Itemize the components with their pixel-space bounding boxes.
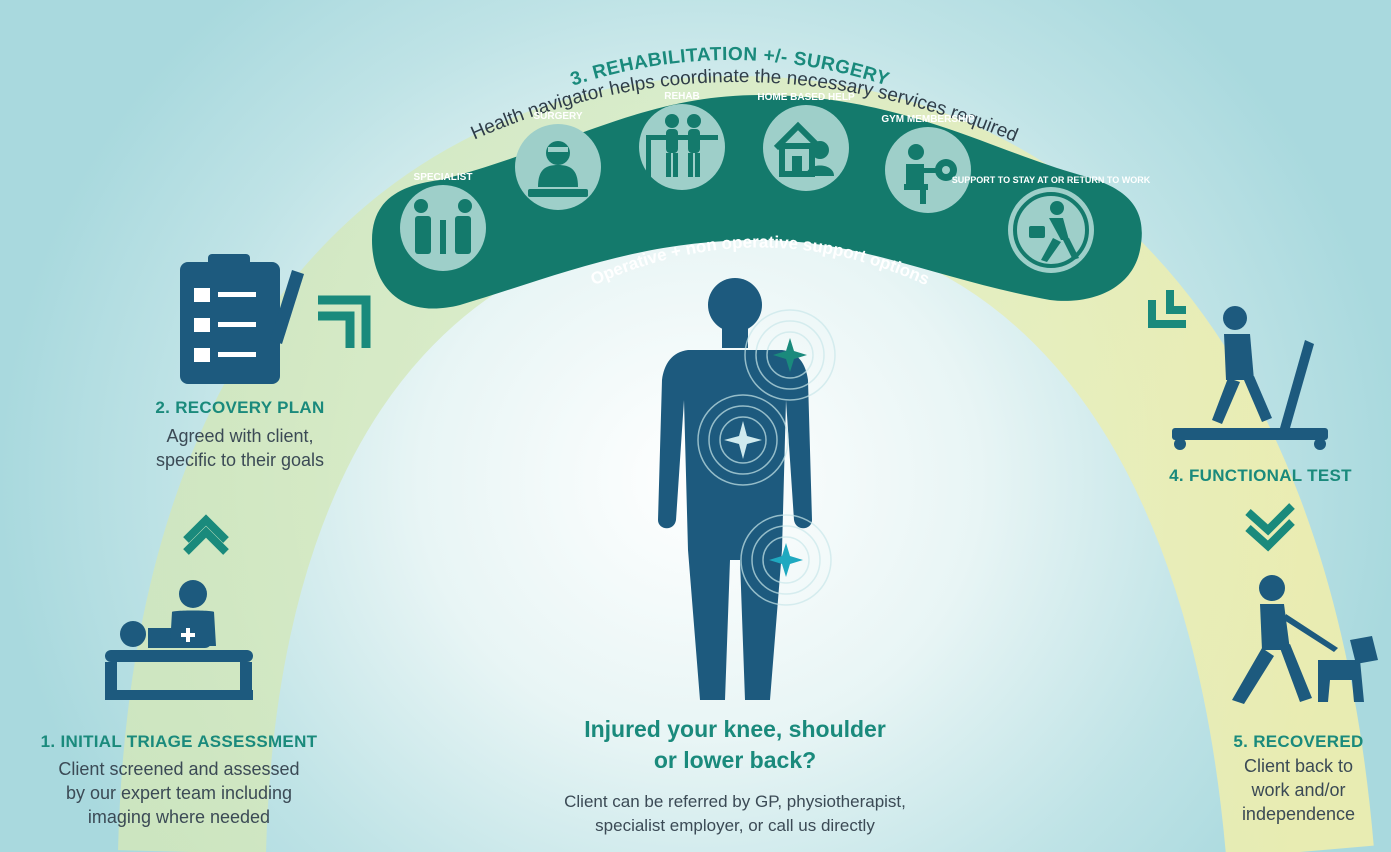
center-label: Injured your knee, shoulder or lower bac…	[470, 714, 1000, 838]
walking-dog-icon	[1232, 575, 1378, 704]
clipboard-icon	[180, 254, 304, 384]
step5-title: 5. RECOVERED	[1233, 732, 1364, 751]
pain-marker-knee	[740, 514, 832, 606]
step1-desc: Client screened and assessed by our expe…	[0, 757, 358, 829]
surgeon-icon	[528, 141, 588, 197]
center-desc-line1: Client can be referred by GP, physiother…	[564, 792, 906, 811]
chevron-down-arrow-4	[1245, 503, 1295, 552]
step1-desc-line1: Client screened and assessed	[58, 759, 300, 779]
step2-desc-line2: specific to their goals	[155, 450, 325, 470]
step1-desc-line2: by our expert team including	[65, 783, 293, 803]
service-rehab: REHAB	[639, 91, 725, 190]
step1-label: 1. INITIAL TRIAGE ASSESSMENT Client scre…	[0, 732, 358, 829]
step1-desc-line3: imaging where needed	[87, 807, 271, 827]
step5-label: 5. RECOVERED Client back to work and/or …	[1206, 732, 1391, 826]
step2-desc: Agreed with client, specific to their go…	[100, 424, 380, 472]
service-label-rehab: REHAB	[664, 91, 700, 102]
step5-desc-line3: independence	[1241, 804, 1356, 824]
step5-desc-line1: Client back to	[1243, 756, 1354, 776]
service-label-home-help: HOME BASED HELP	[757, 92, 855, 103]
service-label-specialist: SPECIALIST	[414, 172, 473, 183]
step2-title: 2. RECOVERY PLAN	[155, 398, 325, 417]
rehab-walking-icon	[646, 114, 718, 179]
step1-title: 1. INITIAL TRIAGE ASSESSMENT	[40, 732, 318, 751]
triage-icon	[105, 580, 253, 700]
treadmill-runner-icon	[1172, 306, 1328, 450]
step4-title: 4. FUNCTIONAL TEST	[1169, 466, 1352, 485]
step5-desc: Client back to work and/or independence	[1206, 754, 1391, 826]
service-gym: GYM MEMBERSHIP	[881, 114, 975, 213]
step4-label: 4. FUNCTIONAL TEST	[1130, 466, 1391, 486]
center-title-line2: or lower back?	[653, 747, 817, 773]
service-specialist: SPECIALIST	[400, 172, 486, 271]
pain-marker-lower-back	[697, 394, 789, 486]
service-label-surgery: SURGERY	[533, 111, 582, 122]
service-home-help: HOME BASED HELP	[757, 92, 855, 191]
center-title: Injured your knee, shoulder or lower bac…	[470, 714, 1000, 776]
specialist-hands-icon	[414, 199, 472, 254]
return-to-work-icon	[1029, 201, 1079, 262]
service-label-return-to-work: SUPPORT TO STAY AT OR RETURN TO WORK	[952, 175, 1151, 185]
gym-weight-icon	[904, 144, 957, 204]
home-nurse-icon	[773, 121, 834, 177]
step2-label: 2. RECOVERY PLAN Agreed with client, spe…	[100, 398, 380, 472]
center-desc-line2: specialist employer, or call us directly	[595, 816, 875, 835]
center-desc: Client can be referred by GP, physiother…	[470, 790, 1000, 838]
human-body-silhouette	[658, 278, 812, 700]
pain-marker-shoulder	[744, 309, 836, 401]
service-surgery: SURGERY	[515, 111, 601, 210]
service-label-gym: GYM MEMBERSHIP	[881, 114, 975, 125]
chevron-corner-arrow-3	[1148, 290, 1186, 328]
chevron-up-arrow-1	[183, 514, 229, 555]
chevron-corner-arrow-2	[318, 295, 371, 348]
step2-desc-line1: Agreed with client,	[166, 426, 314, 446]
step5-desc-line2: work and/or	[1251, 780, 1346, 800]
service-return-to-work: SUPPORT TO STAY AT OR RETURN TO WORK	[952, 175, 1151, 273]
center-title-line1: Injured your knee, shoulder	[584, 716, 886, 742]
